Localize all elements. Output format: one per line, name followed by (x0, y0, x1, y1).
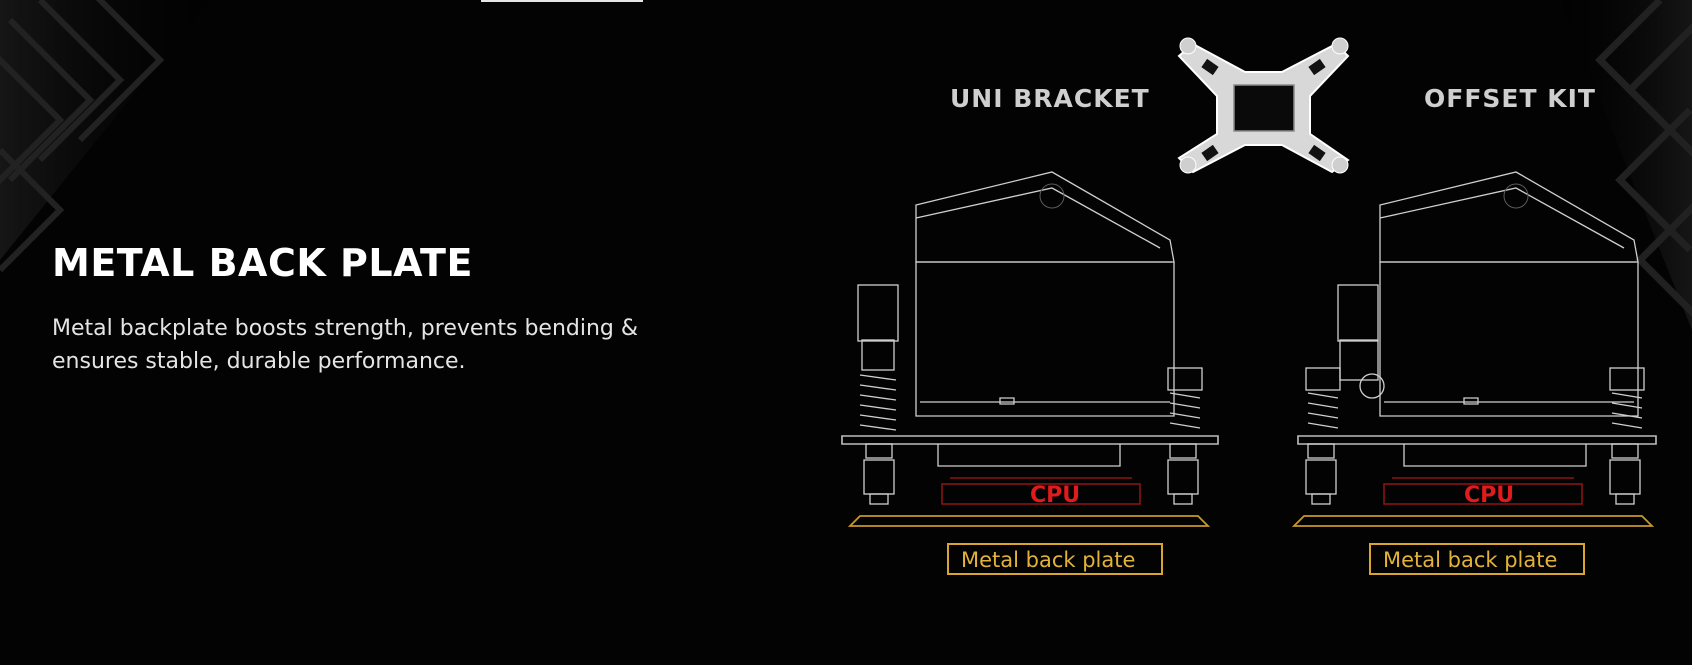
left-metal-back-plate-box (947, 543, 1163, 575)
offset-kit-label: OFFSET KIT (1424, 84, 1596, 113)
bracket-illustration (1177, 37, 1350, 174)
section-title: METAL BACK PLATE (52, 241, 473, 285)
cooler-mount-diagram: UNI BRACKET OFFSET KIT CPU (841, 37, 1657, 575)
uni-bracket-label: UNI BRACKET (950, 84, 1150, 113)
uni-bracket-cooler-illustration (841, 171, 1219, 527)
active-tab-indicator (481, 0, 643, 2)
offset-kit-cooler-illustration (1291, 171, 1657, 527)
right-metal-back-plate-label: Metal back plate (1383, 548, 1557, 572)
section-description: Metal backplate boosts strength, prevent… (52, 316, 639, 374)
right-metal-back-plate-box (1369, 543, 1585, 575)
feature-copy: METAL BACK PLATE Metal backplate boosts … (52, 240, 692, 378)
right-cpu-label: CPU (1464, 483, 1514, 508)
left-cpu-label: CPU (1030, 483, 1080, 508)
left-metal-back-plate-label: Metal back plate (961, 548, 1135, 572)
